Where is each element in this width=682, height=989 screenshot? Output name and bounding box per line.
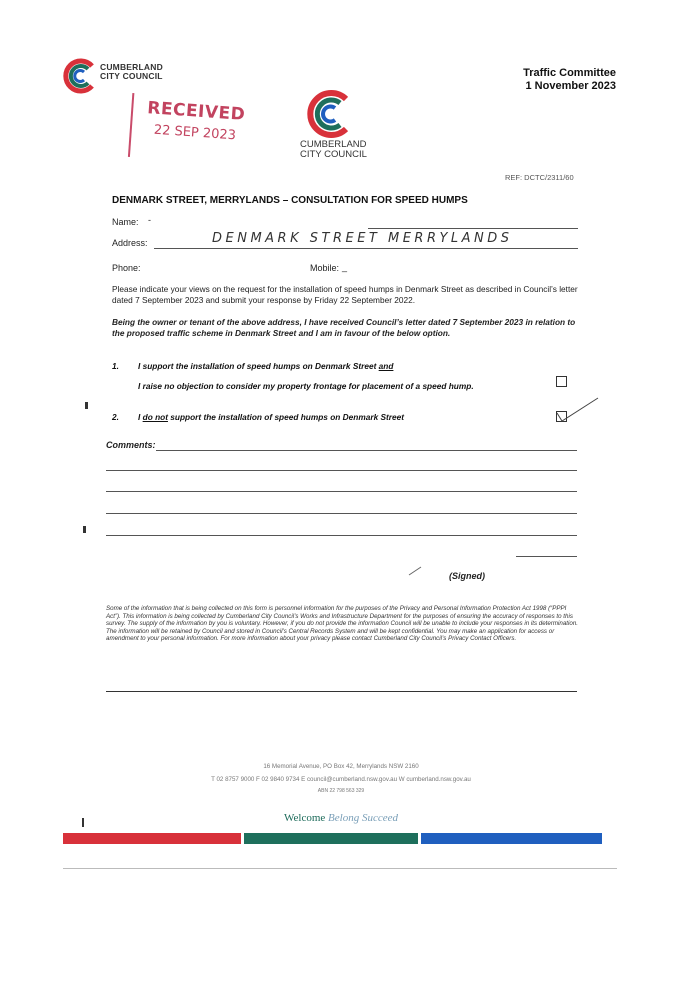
council-logo-mid: CUMBERLAND CITY COUNCIL	[300, 90, 400, 164]
stamp-date: 22 SEP 2023	[153, 122, 237, 144]
footer-abn: ABN 22 798 563 329	[317, 788, 365, 794]
footer-address: 16 Memorial Avenue, PO Box 42, Merryland…	[263, 763, 419, 770]
slogan-belong: Belong	[328, 812, 360, 824]
statement-paragraph: Being the owner or tenant of the above a…	[112, 317, 576, 338]
option2-number: 2.	[112, 412, 119, 422]
option1-number: 1.	[112, 361, 119, 371]
comments-line-3[interactable]	[106, 491, 577, 492]
footer-slogan: Welcome Belong Succeed	[0, 812, 682, 824]
footer-bar-blue	[421, 833, 602, 844]
option1-line1: I support the installation of speed hump…	[138, 361, 393, 371]
committee-date: 1 November 2023	[525, 80, 617, 92]
footer-contacts: T 02 8757 9000 F 02 9840 9734 E council@…	[211, 776, 471, 783]
committee-name: Traffic Committee	[523, 67, 616, 79]
scan-mark	[85, 402, 88, 409]
privacy-divider	[106, 691, 577, 692]
mobile-value: _	[342, 262, 348, 272]
name-label: Name:	[112, 217, 139, 227]
option1-checkbox[interactable]	[556, 376, 567, 387]
intro-paragraph: Please indicate your views on the reques…	[112, 284, 578, 305]
council-logo-small: CUMBERLAND CITY COUNCIL	[62, 58, 192, 94]
reference-number: REF: DCTC/2311/60	[505, 173, 574, 182]
option1-text: I support the installation of speed hump…	[138, 361, 379, 371]
comments-label: Comments:	[106, 440, 156, 450]
option2-text-c: support the installation of speed humps …	[167, 412, 405, 422]
signature-mark-icon	[408, 566, 422, 576]
comments-line-5[interactable]	[106, 535, 577, 536]
address-value: DENMARK STREET MERRYLANDS	[212, 231, 513, 246]
comments-line-4[interactable]	[106, 513, 577, 514]
comments-line-2[interactable]	[106, 470, 577, 471]
form-title: DENMARK STREET, MERRYLANDS – CONSULTATIO…	[112, 195, 468, 206]
slogan-succeed: Succeed	[361, 812, 398, 824]
name-value: -	[148, 215, 151, 225]
comments-line-1[interactable]	[156, 450, 577, 451]
page-bottom-rule	[63, 868, 617, 869]
privacy-notice: Some of the information that is being co…	[106, 605, 578, 643]
logo-text: CUMBERLAND CITY COUNCIL	[100, 62, 163, 81]
council-logo-icon	[63, 58, 94, 94]
option2-text: I do not support the installation of spe…	[138, 412, 404, 422]
logo-text: CUMBERLAND CITY COUNCIL	[300, 139, 367, 160]
committee-header: Traffic Committee 1 November 2023	[523, 67, 616, 93]
signed-label: (Signed)	[449, 571, 485, 581]
footer-bar-green	[244, 833, 418, 844]
option1-line2: I raise no objection to consider my prop…	[138, 381, 474, 391]
option2-do-not: do not	[142, 412, 168, 422]
address-line	[154, 248, 578, 249]
mobile-label: Mobile:	[310, 263, 340, 273]
option2-text-a: I	[138, 412, 143, 422]
received-stamp: RECEIVED 22 SEP 2023	[127, 93, 249, 165]
address-label: Address:	[112, 238, 148, 248]
name-line	[368, 228, 578, 229]
council-logo-icon	[307, 90, 349, 138]
stamp-word: RECEIVED	[146, 98, 246, 125]
option1-and: and	[378, 361, 394, 371]
signature-line	[516, 556, 577, 557]
checkmark-icon	[556, 397, 599, 422]
option2-checkbox[interactable]	[556, 411, 567, 422]
footer-bar-red	[63, 833, 241, 844]
slogan-welcome: Welcome	[284, 812, 326, 824]
scan-mark	[83, 526, 86, 533]
phone-label: Phone:	[112, 263, 141, 273]
scan-mark	[82, 818, 84, 827]
